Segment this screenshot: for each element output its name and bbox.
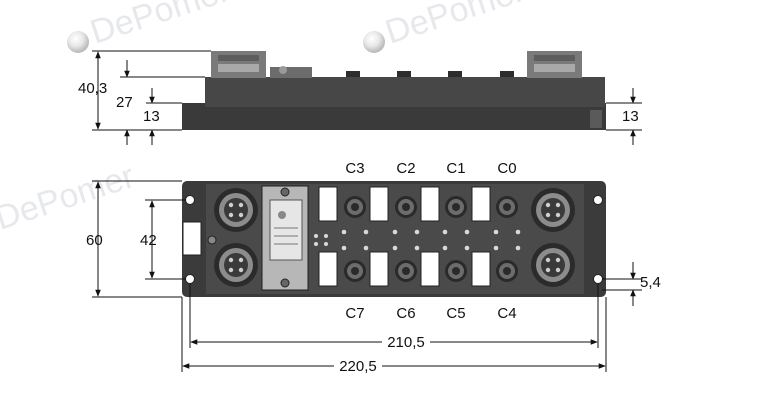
watermark-logo-ball bbox=[67, 31, 89, 53]
address-switch-panel bbox=[207, 185, 309, 291]
watermark-text: DePomer bbox=[86, 0, 234, 52]
side-body bbox=[205, 77, 605, 107]
m8-port-c0 bbox=[496, 196, 518, 218]
mounting-hole bbox=[185, 195, 195, 205]
dim-body-height: 27 bbox=[116, 94, 133, 111]
port-label-bottom: C4 bbox=[497, 305, 516, 322]
side-base-plate bbox=[182, 103, 606, 130]
watermark-text: DePomer bbox=[381, 0, 529, 52]
dim-hole-spacing-vertical: 42 bbox=[140, 232, 157, 249]
port-label-top: C2 bbox=[396, 160, 415, 177]
side-view: 40,3 27 13 13 bbox=[78, 50, 642, 145]
led-indicators bbox=[314, 229, 521, 251]
m8-port-c2 bbox=[395, 196, 417, 218]
dim-base-height-right: 13 bbox=[622, 108, 639, 125]
port-label-bottom: C6 bbox=[396, 305, 415, 322]
dim-total-width: 220,5 bbox=[339, 358, 377, 375]
port-label-top: C3 bbox=[345, 160, 364, 177]
dim-hole-spacing-horizontal: 210,5 bbox=[387, 334, 425, 351]
m8-port-c4 bbox=[496, 260, 518, 282]
watermark-text: DePomer bbox=[0, 157, 139, 238]
mounting-hole bbox=[593, 195, 603, 205]
port-label-bottom: C5 bbox=[446, 305, 465, 322]
m8-port-c3 bbox=[344, 196, 366, 218]
port-label-bottom: C7 bbox=[345, 305, 364, 322]
m12-connector-bottom-left bbox=[214, 243, 258, 287]
mounting-hole bbox=[593, 274, 603, 284]
m12-connector-bottom-right bbox=[531, 243, 575, 287]
port-label-top: C1 bbox=[446, 160, 465, 177]
m8-port-c6 bbox=[395, 260, 417, 282]
dim-hole-offset: 5,4 bbox=[640, 274, 661, 291]
m8-port-c7 bbox=[344, 260, 366, 282]
dim-height: 60 bbox=[86, 232, 103, 249]
m12-connector-top-left bbox=[214, 188, 258, 232]
m12-connector-top-right bbox=[531, 188, 575, 232]
label-window bbox=[182, 221, 202, 256]
watermark-logo-ball bbox=[363, 31, 385, 53]
front-view: C3 C2 C1 C0 C7 C6 C5 C4 60 42 5,4 210, bbox=[86, 160, 661, 375]
m8-port-c1 bbox=[445, 196, 467, 218]
m8-port-c5 bbox=[445, 260, 467, 282]
mounting-hole bbox=[185, 274, 195, 284]
dim-total-height: 40,3 bbox=[78, 80, 107, 97]
side-screw-block bbox=[270, 67, 312, 78]
port-label-top: C0 bbox=[497, 160, 516, 177]
dim-base-height-left: 13 bbox=[143, 108, 160, 125]
